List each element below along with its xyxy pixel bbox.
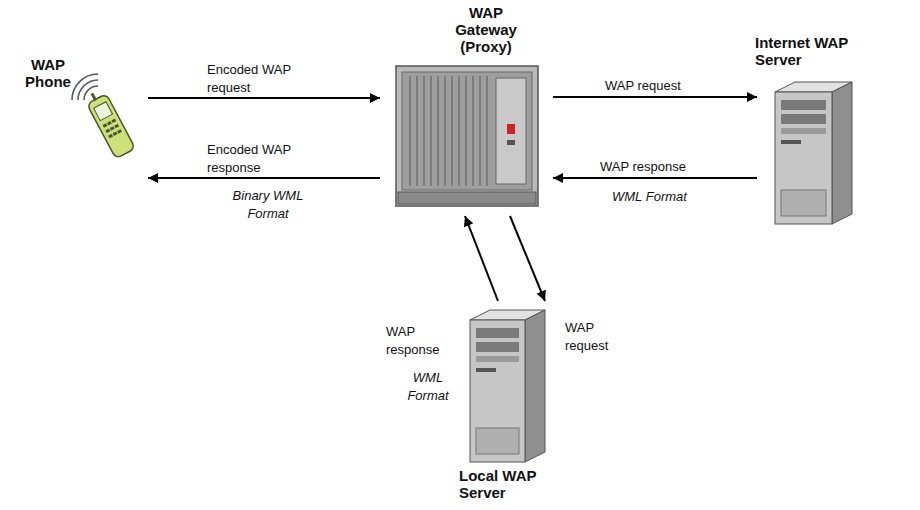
- node-label-box: WAP Gateway (Proxy): [446, 4, 526, 55]
- message-label: WAP response: [386, 324, 439, 357]
- phone-icon: [72, 74, 135, 159]
- message-label: WAP response: [600, 159, 686, 174]
- message-label: Encoded WAP response: [207, 142, 291, 175]
- node-label-box: WAP Phone: [13, 56, 83, 90]
- node-title: WAP Gateway (Proxy): [446, 4, 526, 55]
- edge-label-box: Encoded WAP request: [207, 60, 302, 96]
- format-label-box: WML Format: [402, 368, 454, 404]
- edge-label-box: WAP response: [386, 322, 452, 358]
- message-label: Encoded WAP request: [207, 62, 291, 95]
- format-label-box: WML Format: [612, 187, 712, 205]
- local-server-node: Local WAP Server: [455, 305, 555, 465]
- message-arrow: [510, 216, 545, 301]
- internet-server-node: Internet WAP Server: [765, 80, 860, 228]
- edge-label-box: WAP response: [600, 157, 710, 175]
- edge-label-box: Encoded WAP response: [207, 140, 302, 176]
- format-label-box: Binary WML Format: [228, 186, 308, 222]
- edge-label-box: WAP request: [605, 76, 715, 94]
- node-title: Internet WAP Server: [755, 34, 855, 68]
- format-note: WML Format: [407, 370, 448, 403]
- message-label: WAP request: [565, 320, 608, 353]
- node-label-box: Internet WAP Server: [755, 34, 855, 68]
- message-label: WAP request: [605, 78, 681, 93]
- edge-label-box: WAP request: [565, 318, 623, 354]
- node-label-box: Local WAP Server: [459, 467, 559, 501]
- message-arrow: [148, 177, 380, 179]
- gateway-rack-icon: [396, 66, 538, 206]
- message-arrow: [148, 97, 380, 99]
- format-note: Binary WML Format: [233, 188, 304, 221]
- message-arrow: [465, 216, 498, 301]
- phone-node: WAP Phone: [85, 80, 140, 185]
- gateway-node: WAP Gateway (Proxy): [388, 62, 545, 212]
- node-title: Local WAP Server: [459, 467, 559, 501]
- message-arrow: [553, 177, 757, 179]
- local-server-icon: [470, 310, 545, 462]
- format-note: WML Format: [612, 189, 687, 204]
- node-title: WAP Phone: [13, 56, 83, 90]
- message-arrow: [553, 96, 757, 98]
- internet-server-icon: [775, 82, 852, 224]
